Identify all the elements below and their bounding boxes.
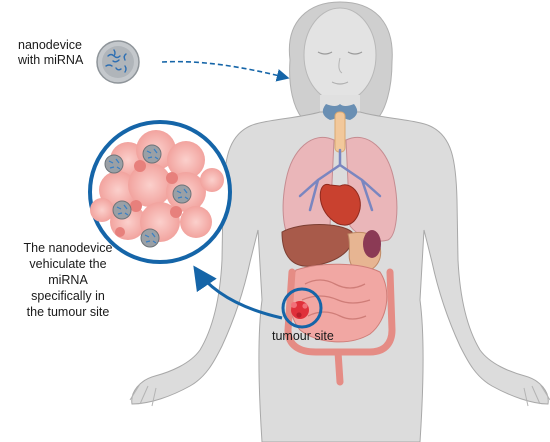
- nose: [338, 57, 343, 74]
- tumour-site-label: tumour site: [272, 329, 334, 343]
- delivery-description-label: The nanodevice vehiculate the miRNA spec…: [6, 240, 130, 320]
- eyes: [317, 51, 363, 55]
- spleen: [363, 230, 381, 258]
- tumour-highlight-ring: [281, 287, 323, 329]
- delivery-label-line-5: the tumour site: [26, 305, 110, 319]
- nanodevice-label-line-1: nanodevice: [18, 38, 82, 52]
- liver: [281, 224, 354, 267]
- nanodevice-label: nanodevice with miRNA: [18, 38, 128, 68]
- nanodevice-label-line-2: with miRNA: [18, 53, 84, 67]
- delivery-label-line-3: miRNA: [48, 273, 88, 287]
- arrow-tumour-to-zoom: [193, 265, 283, 320]
- bronchi: [298, 148, 382, 212]
- heart: [319, 183, 361, 226]
- nanoparticles-in-tumour: [104, 144, 192, 248]
- nanoparticle-icon: [96, 40, 140, 84]
- colon: [284, 268, 396, 356]
- mouth: [331, 81, 349, 85]
- delivery-label-line-2: vehiculate the: [29, 257, 107, 271]
- nanodevice-illustration: [96, 40, 140, 84]
- delivery-label-line-4: specifically in: [31, 289, 105, 303]
- tumour-site: [281, 287, 323, 329]
- left-hand-fingers: [129, 383, 157, 407]
- nanoparticle-icon: [140, 228, 160, 248]
- trachea: [334, 111, 346, 153]
- nanoparticle-icon: [172, 184, 192, 204]
- delivery-label-line-1: The nanodevice: [23, 241, 113, 255]
- nanoparticle-icon: [142, 144, 162, 164]
- face: [303, 7, 377, 103]
- rectum: [334, 348, 344, 386]
- zoom-circle-icon: [88, 120, 232, 264]
- nanoparticle-icon: [112, 200, 132, 220]
- arrow-nanodevice-to-body: [161, 60, 290, 82]
- right-hand-fingers: [523, 383, 550, 407]
- intestine-folds: [301, 279, 371, 320]
- nanoparticle-icon: [104, 154, 124, 174]
- organs: [281, 104, 398, 386]
- tumour-icon: [291, 301, 309, 319]
